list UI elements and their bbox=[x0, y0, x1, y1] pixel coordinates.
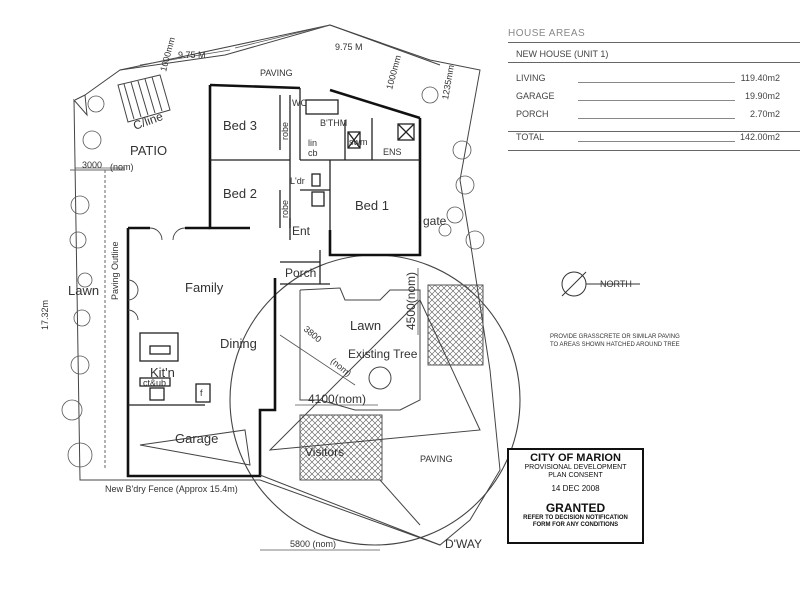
note-line-2: TO AREAS SHOWN HATCHED AROUND TREE bbox=[550, 342, 680, 348]
existing-tree-icon bbox=[368, 366, 392, 390]
stamp-provisional: PROVISIONAL DEVELOPMENT bbox=[524, 464, 627, 471]
room-label-dining: Dining bbox=[220, 336, 257, 351]
label-wc: WC bbox=[292, 98, 307, 108]
stair-box bbox=[117, 74, 171, 123]
garage-lines bbox=[139, 299, 481, 546]
area-total-value: 142.00m2 bbox=[739, 132, 780, 142]
room-label-family: Family bbox=[185, 280, 224, 295]
room-label-bed2: Bed 2 bbox=[223, 186, 257, 201]
area-label-patio: PATIO bbox=[130, 143, 167, 158]
trees-right bbox=[421, 86, 485, 250]
area-label-ent: Ent bbox=[292, 224, 311, 238]
hatched-paving-1 bbox=[427, 284, 484, 366]
area-label-paving-bottom: PAVING bbox=[420, 454, 453, 464]
dim-1000-left: 1000mm bbox=[158, 36, 177, 72]
area-row-porch: PORCH 2.70m2 bbox=[508, 109, 800, 127]
area-label-lawn-center: Lawn bbox=[350, 318, 381, 333]
label-swm: swm bbox=[349, 137, 368, 147]
house-areas-table: HOUSE AREAS NEW HOUSE (UNIT 1) LIVING 11… bbox=[508, 28, 800, 151]
area-row-value: 2.70m2 bbox=[749, 109, 780, 119]
dim-1235: 1235mm bbox=[440, 64, 456, 100]
label-clline: C/line bbox=[131, 109, 165, 133]
stamp-plan-consent: PLAN CONSENT bbox=[548, 472, 603, 479]
north-arrow-icon bbox=[561, 271, 640, 297]
label-lin: lin bbox=[308, 138, 317, 148]
area-row-garage: GARAGE 19.90m2 bbox=[508, 91, 800, 109]
dim-fence: New B'dry Fence (Approx 15.4m) bbox=[105, 484, 238, 494]
label-ens: ENS bbox=[383, 147, 402, 157]
area-label-dway: D'WAY bbox=[445, 537, 482, 551]
central-lawn-outline bbox=[299, 287, 421, 411]
council-approval-stamp: CITY OF MARION PROVISIONAL DEVELOPMENT P… bbox=[507, 448, 644, 544]
dim-975-left: 9.75 M bbox=[178, 50, 206, 60]
dim-1000-right: 1000mm bbox=[384, 54, 403, 90]
area-row-value: 119.40m2 bbox=[740, 73, 780, 83]
trees-left bbox=[61, 95, 105, 468]
label-cb: cb bbox=[308, 148, 318, 158]
area-label-visitors: Visitors bbox=[305, 445, 344, 459]
label-paving-outline: Paving Outline bbox=[110, 241, 120, 300]
area-row-living: LIVING 119.40m2 bbox=[508, 73, 800, 91]
dim-3000: 3000 bbox=[82, 160, 102, 170]
dim-1732: 17.32m bbox=[40, 300, 50, 330]
label-ctb: ct&ub bbox=[143, 378, 166, 388]
stamp-conditions: FORM FOR ANY CONDITIONS bbox=[532, 522, 619, 528]
dimension-lines bbox=[75, 24, 419, 551]
dim-3000-unit: (nom) bbox=[110, 162, 134, 172]
label-bthm: B'THM bbox=[320, 118, 347, 128]
house-areas-subtitle: NEW HOUSE (UNIT 1) bbox=[516, 49, 609, 59]
label-robe-2: robe bbox=[280, 200, 290, 218]
label-f: f bbox=[200, 388, 203, 398]
stamp-council: CITY OF MARION bbox=[530, 452, 621, 464]
area-row-label: GARAGE bbox=[516, 91, 555, 101]
area-row-label: LIVING bbox=[516, 73, 546, 83]
stamp-refer: REFER TO DECISION NOTIFICATION bbox=[523, 515, 628, 521]
label-north: NORTH bbox=[600, 279, 632, 289]
dim-5800: 5800 (nom) bbox=[290, 539, 336, 549]
doors bbox=[127, 227, 186, 321]
area-row-label: PORCH bbox=[516, 109, 549, 119]
area-total-label: TOTAL bbox=[516, 132, 545, 142]
site-boundary bbox=[73, 24, 501, 546]
label-ldr: L'dr bbox=[290, 176, 305, 186]
area-row-value: 19.90m2 bbox=[744, 91, 780, 101]
area-label-porch: Porch bbox=[285, 266, 316, 280]
label-robe-1: robe bbox=[280, 122, 290, 140]
dim-4100: 4100(nom) bbox=[308, 392, 366, 406]
dim-3800: 3800 bbox=[302, 324, 324, 345]
room-label-garage: Garage bbox=[175, 431, 218, 446]
area-label-lawn-left: Lawn bbox=[68, 283, 99, 298]
area-row-total: TOTAL 142.00m2 bbox=[508, 132, 800, 151]
house-inner-walls bbox=[128, 88, 420, 406]
note-line-1: PROVIDE GRASSCRETE OR SIMILAR PAVING bbox=[550, 334, 680, 340]
label-gate: gate bbox=[423, 214, 447, 228]
stamp-status: GRANTED bbox=[545, 501, 606, 515]
room-label-kitchen: Kit'n bbox=[150, 365, 175, 380]
house-areas-title: HOUSE AREAS bbox=[508, 28, 586, 39]
stamp-date: 14 DEC 2008 bbox=[551, 484, 600, 493]
dim-4500: 4500(nom) bbox=[404, 272, 418, 330]
area-label-paving-top: PAVING bbox=[260, 68, 293, 78]
label-existing-tree: Existing Tree bbox=[348, 347, 418, 361]
room-label-bed3: Bed 3 bbox=[223, 118, 257, 133]
house-walls bbox=[126, 83, 422, 478]
room-label-bed1: Bed 1 bbox=[355, 198, 389, 213]
dim-975-right: 9.75 M bbox=[335, 42, 363, 52]
